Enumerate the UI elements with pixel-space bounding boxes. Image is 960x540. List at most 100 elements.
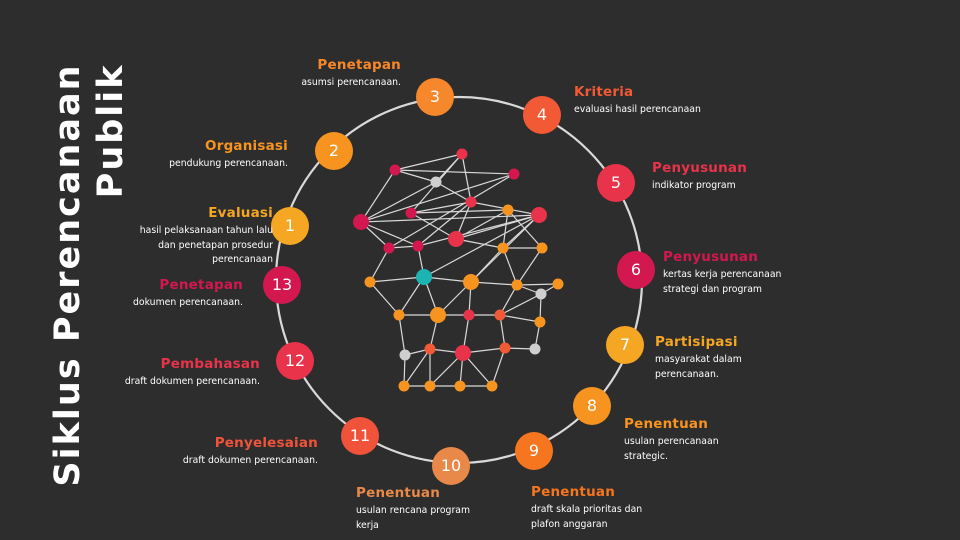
step-description-line: pendukung perencanaan. xyxy=(169,158,288,169)
step-description: kertas kerja perencanaan strategi dan pro… xyxy=(663,268,781,297)
step-description: dokumen perencanaan. xyxy=(133,296,243,311)
step-description: masyarakat dalam perencanaan. xyxy=(655,353,742,382)
step-heading: Penyelesaian xyxy=(214,435,318,451)
step-description-line: strategi dan program xyxy=(663,283,762,295)
network-node xyxy=(494,309,506,321)
step-description-line: masyarakat dalam xyxy=(655,354,742,365)
step-description-line: plafon anggaran xyxy=(531,518,608,530)
step-heading: Organisasi xyxy=(205,138,288,154)
step-description-line: perencanaan xyxy=(212,254,273,265)
network-edge xyxy=(388,173,515,249)
network-nodes xyxy=(353,148,564,392)
network-edge xyxy=(499,293,542,316)
step-heading: Kriteria xyxy=(574,84,634,100)
step-number-badge: 12 xyxy=(276,342,314,380)
step-number-badge: 9 xyxy=(515,432,553,470)
step-description-line: indikator program xyxy=(652,180,736,191)
title-line-1: Siklus Perencanaan xyxy=(48,63,88,487)
network-edge xyxy=(360,221,419,247)
network-node xyxy=(529,343,541,355)
step-number-badge: 11 xyxy=(341,417,379,455)
step-label: Penetapan dokumen perencanaan. xyxy=(133,277,243,311)
network-edge xyxy=(435,181,472,203)
network-node xyxy=(531,207,547,223)
network-node xyxy=(454,380,466,392)
step-description-line: draft skala prioritas dan xyxy=(531,504,643,515)
step-label: Penyusunan indikator program xyxy=(652,160,747,194)
step-description: draft dokumen perencanaan. xyxy=(125,375,260,390)
network-edge xyxy=(499,284,518,316)
network-edge xyxy=(360,173,515,223)
step-label: Kriteria evaluasi hasil perencanaan xyxy=(574,84,701,118)
step-description-line: draft dokumen perencanaan. xyxy=(182,455,318,466)
step-number-badge: 8 xyxy=(573,387,611,425)
step-label: Penyelesaian draft dokumen perencanaan. xyxy=(183,435,318,469)
step-description-line: kertas kerja perencanaan xyxy=(663,269,782,280)
network-edge xyxy=(369,247,390,283)
step-number-badge: 10 xyxy=(432,447,470,485)
network-node xyxy=(463,274,479,290)
step-description-line: perencanaan. xyxy=(655,368,719,380)
network-edge xyxy=(369,281,400,316)
step-heading: Evaluasi xyxy=(208,205,273,221)
step-heading: Penetapan xyxy=(159,277,243,293)
network-edge xyxy=(410,201,472,214)
step-number-badge: 7 xyxy=(606,326,644,364)
network-node xyxy=(511,279,523,291)
network-edge xyxy=(502,247,518,286)
network-edge xyxy=(417,201,472,247)
network-edge xyxy=(516,247,543,286)
step-description: draft skala prioritas dan plafon anggaran xyxy=(531,503,642,532)
network-edge xyxy=(360,169,396,223)
network-edge xyxy=(410,212,457,240)
network-edge xyxy=(491,347,506,387)
network-node xyxy=(399,349,411,361)
network-node xyxy=(486,380,498,392)
network-edge xyxy=(502,214,540,249)
network-edge xyxy=(417,214,540,247)
step-number-badge: 1 xyxy=(271,207,309,245)
network-node xyxy=(534,316,546,328)
step-number-badge: 13 xyxy=(263,266,301,304)
network-node xyxy=(502,204,514,216)
step-description-line: draft dokumen perencanaan. xyxy=(124,376,260,387)
step-heading: Penentuan xyxy=(356,485,441,501)
network-node xyxy=(499,342,511,354)
network-edge xyxy=(502,209,509,249)
step-heading: Penentuan xyxy=(624,416,709,432)
network-node xyxy=(465,196,477,208)
step-description: asumsi perencanaan. xyxy=(301,76,401,91)
network-node xyxy=(424,343,436,355)
step-heading: Penyusunan xyxy=(652,160,748,176)
network-node xyxy=(424,380,436,392)
title-line-2: Publik xyxy=(91,63,131,199)
step-description-line: usulan perencanaan xyxy=(624,436,719,447)
network-node xyxy=(364,276,376,288)
step-description-line: asumsi perencanaan. xyxy=(301,77,401,88)
network-node xyxy=(497,242,509,254)
network-node xyxy=(463,309,475,321)
network-edge xyxy=(499,314,506,349)
network-node xyxy=(430,176,442,188)
network-edge xyxy=(516,283,559,286)
step-description: evaluasi hasil perencanaan xyxy=(574,103,701,118)
step-description-line: hasil pelaksanaan tahun lalu xyxy=(139,225,273,236)
network-edge xyxy=(398,314,406,356)
network-edge xyxy=(360,181,437,223)
network-node xyxy=(389,164,401,176)
network-node xyxy=(456,148,468,160)
network-node xyxy=(393,309,405,321)
network-node xyxy=(383,242,395,254)
